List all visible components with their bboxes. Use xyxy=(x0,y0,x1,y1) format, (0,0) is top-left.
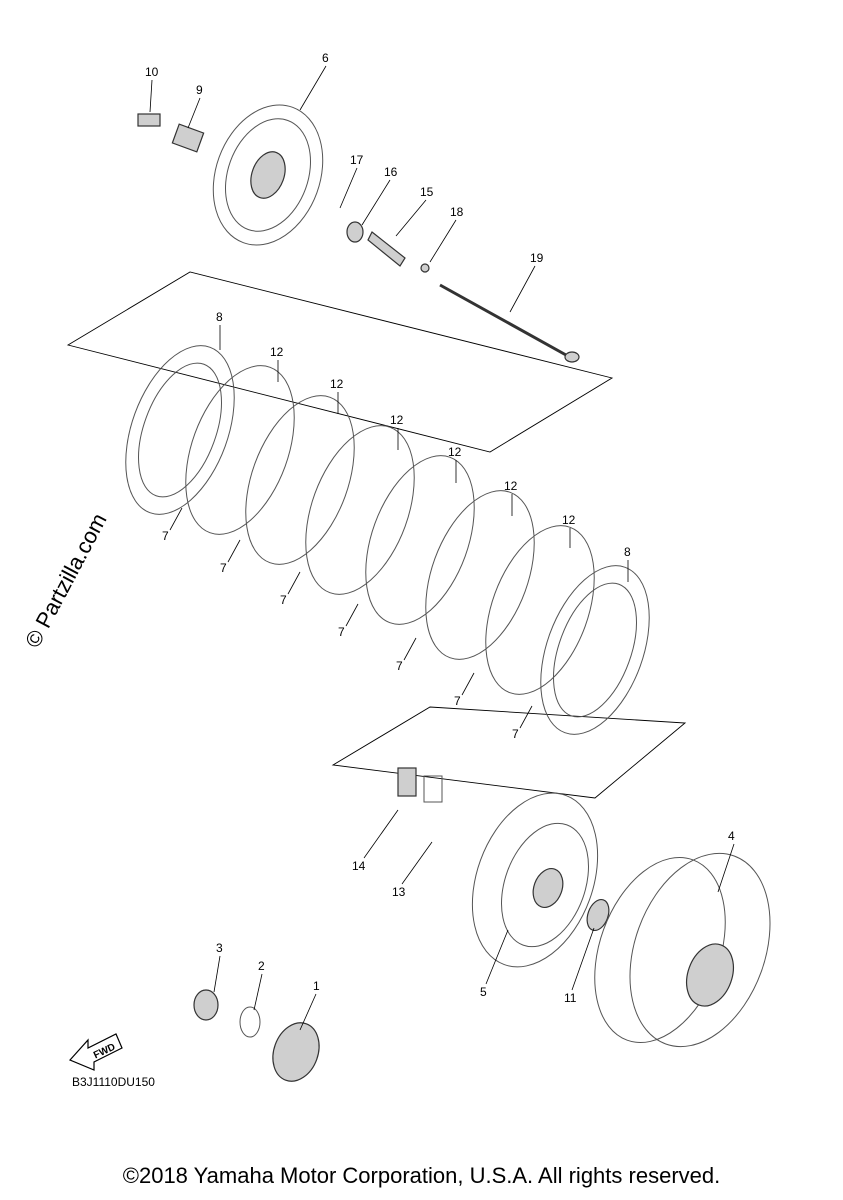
callout-2: 2 xyxy=(258,959,265,973)
callout-15: 15 xyxy=(420,185,434,199)
callout-3: 3 xyxy=(216,941,223,955)
callout-7-b: 7 xyxy=(220,561,227,575)
callout-14: 14 xyxy=(352,859,366,873)
callout-11: 11 xyxy=(564,991,577,1005)
callout-12-f: 12 xyxy=(562,513,576,527)
callout-9: 9 xyxy=(196,83,203,97)
part-11-thrust-washer xyxy=(586,898,610,932)
callout-12-c: 12 xyxy=(390,413,404,427)
callout-1: 1 xyxy=(313,979,320,993)
copyright-notice: ©2018 Yamaha Motor Corporation, U.S.A. A… xyxy=(122,1163,721,1188)
upper-assembly-frame xyxy=(66,271,614,453)
callout-18: 18 xyxy=(450,205,464,219)
part-13-nut xyxy=(423,775,443,803)
callout-17: 17 xyxy=(350,153,364,167)
callout-8-top: 8 xyxy=(216,310,223,324)
part-15-push-rod xyxy=(367,231,406,267)
callout-13: 13 xyxy=(392,885,406,899)
callout-16: 16 xyxy=(384,165,398,179)
part-19-push-rod xyxy=(439,283,580,363)
callout-19: 19 xyxy=(530,251,544,265)
part-14-lock-washer xyxy=(397,767,417,797)
fwd-arrow-icon: FWD xyxy=(68,1033,123,1071)
drawing-code: B3J1110DU150 xyxy=(72,1075,155,1089)
part-5-clutch-boss xyxy=(471,792,599,968)
part-6-pressure-plate xyxy=(212,104,324,246)
part-10-bolt xyxy=(137,113,161,127)
callout-7-c: 7 xyxy=(280,593,287,607)
part-3-nut xyxy=(193,989,219,1021)
callout-7-a: 7 xyxy=(162,529,169,543)
callout-7-g: 7 xyxy=(512,727,519,741)
part-18-ball xyxy=(420,263,430,273)
callout-12-e: 12 xyxy=(504,479,518,493)
callout-5: 5 xyxy=(480,985,487,999)
callout-8-bottom: 8 xyxy=(624,545,631,559)
part-1-primary-gear xyxy=(272,1022,320,1082)
leader-lines xyxy=(149,65,735,1031)
callout-7-e: 7 xyxy=(396,659,403,673)
callout-10: 10 xyxy=(145,65,159,79)
part-4-clutch-housing xyxy=(594,852,771,1048)
callouts: 10 9 6 17 16 15 18 19 8 8 12 12 12 12 12… xyxy=(145,51,735,1005)
callout-6: 6 xyxy=(322,51,329,65)
callout-12-d: 12 xyxy=(448,445,462,459)
part-16-washer xyxy=(346,221,364,243)
part-9-spring xyxy=(171,123,205,153)
clutch-plate-stack xyxy=(125,345,650,735)
callout-12-b: 12 xyxy=(330,377,344,391)
callout-7-f: 7 xyxy=(454,694,461,708)
part-2-lock-washer xyxy=(239,1006,261,1038)
lower-assembly-frame xyxy=(331,706,687,799)
callout-12-a: 12 xyxy=(270,345,284,359)
callout-4: 4 xyxy=(728,829,735,843)
callout-7-d: 7 xyxy=(338,625,345,639)
